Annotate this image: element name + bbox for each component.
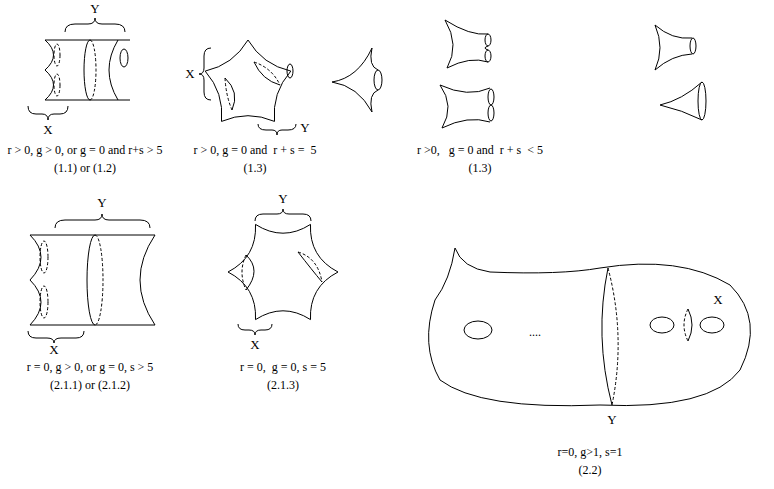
surface-figure	[199, 40, 296, 135]
condition-text: r >0, g = 0 and r + s < 5	[416, 143, 544, 157]
surface-figure	[332, 20, 706, 128]
part-label: X	[712, 293, 723, 307]
case-number: (2.2)	[578, 463, 603, 477]
surface-figure	[28, 18, 130, 120]
surface-figure	[429, 248, 751, 406]
part-label: Y	[277, 192, 288, 206]
part-label: X	[249, 338, 260, 352]
condition-text: r=0, g>1, s=1	[557, 445, 624, 459]
case-number: (1.3)	[243, 161, 268, 175]
condition-text: r = 0, g = 0, s = 5	[239, 360, 327, 374]
condition-text: r > 0, g = 0 and r + s = 5	[192, 143, 317, 157]
part-label: X	[48, 343, 59, 357]
part-label: X	[184, 67, 195, 81]
surface-figure	[28, 214, 155, 343]
part-label: X	[42, 123, 53, 137]
ellipsis: ....	[528, 325, 542, 339]
condition-text: r > 0, g > 0, or g = 0 and r+s > 5	[7, 143, 164, 157]
part-label: Y	[299, 121, 310, 135]
surface-figure	[228, 209, 338, 335]
part-label: Y	[96, 196, 107, 210]
case-number: (1.3)	[468, 161, 493, 175]
condition-text: r = 0, g > 0, or g = 0, s > 5	[26, 360, 155, 374]
case-number: (1.1) or (1.2)	[53, 161, 117, 175]
part-label: Y	[89, 2, 100, 16]
case-number: (2.1.3)	[266, 378, 300, 392]
part-label: Y	[606, 413, 617, 427]
case-number: (2.1.1) or (2.1.2)	[49, 378, 131, 392]
